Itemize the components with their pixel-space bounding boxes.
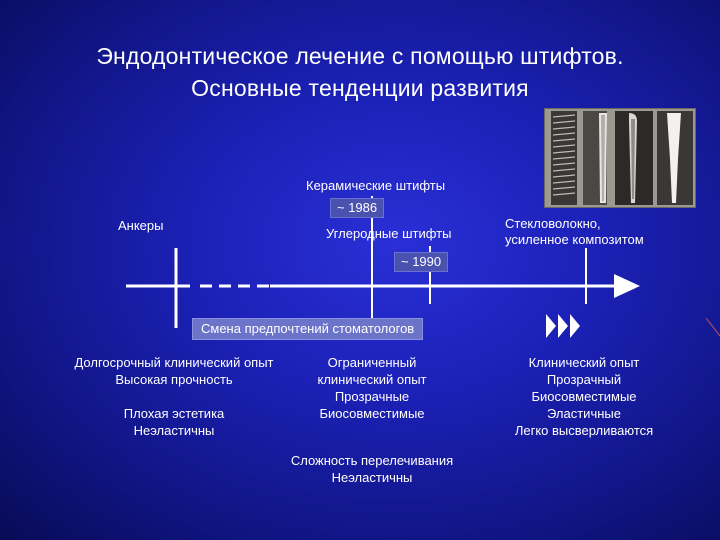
- label-anchors: Анкеры: [118, 218, 164, 233]
- anchors-prop: Плохая эстетика: [123, 406, 225, 421]
- ceramic-prop: Прозрачные: [334, 389, 410, 404]
- corner-accent: [705, 317, 720, 337]
- ceramic-carbon-properties: Ограниченный клинический опыт Прозрачные…: [290, 354, 454, 422]
- timeline-arrow-icon: [614, 274, 640, 298]
- ceramic-prop: Биосовместимые: [319, 406, 425, 421]
- anchors-prop: Неэластичны: [133, 423, 215, 438]
- ceramic-prop: клинический опыт: [317, 372, 427, 387]
- ceramic-bottom-prop: Сложность перелечивания: [290, 453, 454, 468]
- title-line-1: Эндодонтическое лечение с помощью штифто…: [96, 43, 624, 69]
- fiber-prop: Прозрачный: [546, 372, 622, 387]
- label-carbon: Углеродные штифты: [326, 226, 452, 241]
- ceramic-bottom-properties: Сложность перелечивания Неэластичны: [260, 452, 484, 486]
- fast-forward-icon: [546, 314, 580, 338]
- shift-band: Смена предпочтений стоматологов: [192, 318, 424, 340]
- ceramic-prop: Ограниченный: [327, 355, 417, 370]
- posts-image-icon: [545, 109, 695, 207]
- label-fiber-line-2: усиленное композитом: [505, 232, 644, 247]
- slide-title: Эндодонтическое лечение с помощью штифто…: [0, 40, 720, 104]
- label-fiber: Стекловолокно, усиленное композитом: [505, 216, 644, 248]
- label-fiber-line-1: Стекловолокно,: [505, 216, 601, 231]
- fiber-prop: Клинический опыт: [528, 355, 640, 370]
- fiber-prop: Легко высверливаются: [514, 423, 654, 438]
- anchors-prop: Долгосрочный клинический опыт: [74, 355, 274, 370]
- anchors-prop: Высокая прочность: [115, 372, 233, 387]
- fiber-properties: Клинический опыт Прозрачный Биосовместим…: [486, 354, 682, 439]
- ceramic-bottom-prop: Неэластичны: [331, 470, 413, 485]
- title-line-2: Основные тенденции развития: [191, 75, 529, 101]
- posts-photo: [544, 108, 696, 208]
- label-ceramic: Керамические штифты: [306, 178, 446, 193]
- fiber-prop: Эластичные: [547, 406, 621, 421]
- label-year-1990: ~ 1990: [394, 252, 449, 272]
- label-year-1986: ~ 1986: [330, 198, 385, 218]
- anchors-properties: Долгосрочный клинический опыт Высокая пр…: [50, 354, 298, 439]
- anchors-prop: [50, 388, 298, 405]
- fiber-prop: Биосовместимые: [531, 389, 637, 404]
